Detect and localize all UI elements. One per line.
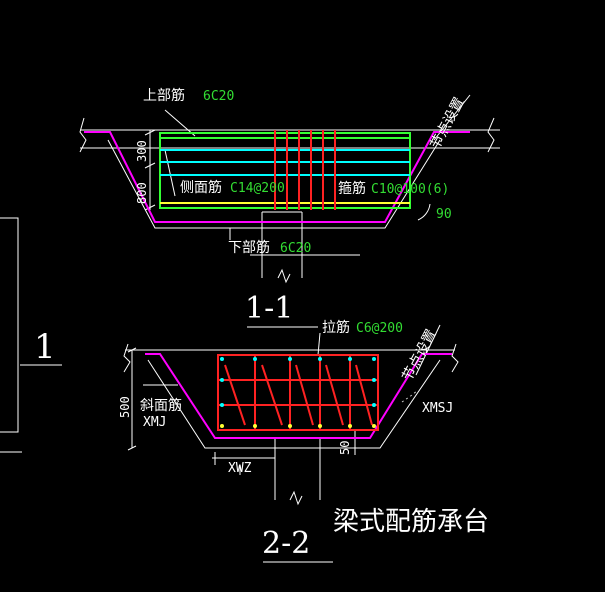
leader-side-bar [164, 149, 176, 197]
break-mark-right-2 [451, 343, 459, 373]
side-bar-spec: C14@200 [230, 181, 285, 196]
tie-diag-5 [355, 364, 373, 426]
tie-diag-1 [224, 364, 246, 426]
dim-tick-2 [144, 162, 156, 169]
top-bar-spec: 6C20 [203, 89, 234, 104]
top-bar-label: 上部筋 [143, 87, 185, 104]
break-mark-right [487, 117, 495, 153]
top-bar-dot-4 [318, 357, 322, 361]
cap-outline-2 [147, 359, 441, 449]
left-section-marker [0, 217, 62, 453]
tie-bar-label: 拉筋 [322, 319, 350, 336]
section-2-rebar [217, 354, 379, 431]
bottom-bar-dot-6 [372, 424, 376, 428]
drawing-caption: 梁式配筋承台 [333, 507, 489, 537]
angle-arc [417, 203, 431, 221]
dim-800: 800 [135, 182, 149, 204]
xmj-label: XMJ [143, 415, 166, 430]
section-1-outline [79, 94, 500, 328]
stirrup-spec: C10@100(6) [371, 182, 449, 197]
section-2-title: 2-2 [262, 526, 310, 561]
break-mark-left [79, 117, 87, 153]
bottom-bar-dot-1 [220, 424, 224, 428]
slope-bar-label: 斜面筋 [140, 397, 182, 414]
bottom-bar-label: 下部筋 [228, 239, 270, 256]
section-2-outline [123, 324, 459, 563]
stirrup-outer [159, 132, 411, 209]
left-outline [0, 217, 19, 433]
tie-bar-leader [317, 332, 321, 356]
dim-500-tick-bottom [127, 445, 137, 451]
angle-90: 90 [436, 207, 452, 222]
dim-tick-3 [144, 204, 156, 211]
xwz-label: XWZ [228, 461, 252, 476]
top-bar-dot-1 [220, 357, 224, 361]
node-note-2: 节点设置 [399, 327, 439, 384]
stirrup-label: 箍筋 [338, 180, 366, 197]
cage-outer [217, 354, 379, 431]
top-bar-dot-5 [348, 357, 352, 361]
bottom-bar-dot-5 [348, 424, 352, 428]
side-bar-dot-2 [372, 378, 376, 382]
side-bar-dot-3 [220, 403, 224, 407]
bottom-bar-dot-4 [318, 424, 322, 428]
dim-300: 300 [135, 140, 149, 162]
pile-break [277, 268, 291, 284]
tie-bar-spec: C6@200 [356, 321, 403, 336]
section-2-lining [145, 353, 452, 439]
leader-node-2 [415, 324, 441, 376]
section-1-lining [84, 131, 470, 223]
pile-break-2 [289, 490, 303, 506]
bottom-bar-dot-3 [288, 424, 292, 428]
bottom-bar-spec: 6C20 [280, 241, 311, 256]
tie-diag-2 [261, 364, 283, 426]
left-marker-label: 1 [34, 327, 56, 367]
top-bar-dot-6 [372, 357, 376, 361]
bottom-bar-dot-2 [253, 424, 257, 428]
section-1-rebar [159, 130, 411, 210]
dim-500: 500 [118, 396, 132, 418]
side-bar-label: 侧面筋 [180, 179, 222, 196]
section-2-bar-dots [220, 357, 376, 428]
section-1-title: 1-1 [245, 291, 293, 326]
tie-diag-3 [295, 364, 314, 426]
side-bar-dot-1 [220, 378, 224, 382]
leader-top-bar [164, 109, 196, 137]
top-bar-dot-3 [288, 357, 292, 361]
dim-50: 50 [338, 441, 352, 455]
node-note-1: 节点设置 [427, 95, 467, 152]
break-mark-left-2 [123, 343, 131, 373]
side-bar-dot-4 [372, 403, 376, 407]
dim-500-tick-top [127, 347, 137, 353]
tie-diag-4 [325, 364, 344, 426]
xmsj-label: XMSJ [422, 401, 453, 416]
cap-outline [107, 139, 441, 229]
dim-tick-1 [144, 129, 156, 136]
top-bar-dot-2 [253, 357, 257, 361]
